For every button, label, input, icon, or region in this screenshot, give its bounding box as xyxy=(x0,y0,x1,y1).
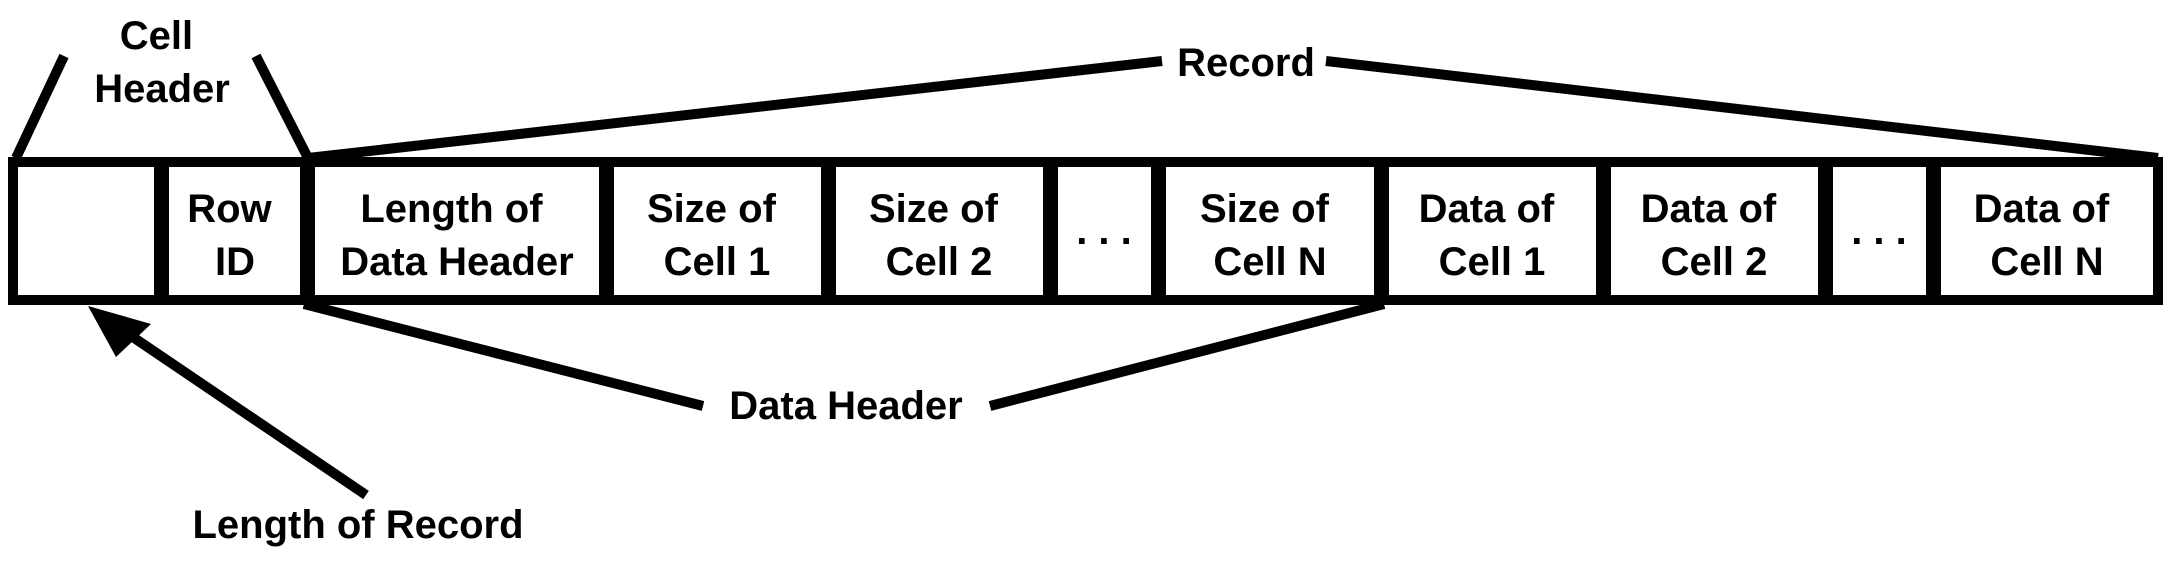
connectors xyxy=(11,53,2159,500)
row-id-label: Row ID xyxy=(187,187,283,284)
data-of-cell-n-label: Data of Cell N xyxy=(1974,187,2121,284)
record-right-line xyxy=(1325,56,2159,163)
data-of-cell-1-cell xyxy=(1379,157,1606,305)
size-ellipsis-cell xyxy=(1048,157,1161,305)
size-ellipsis-label: . . . xyxy=(1076,209,1132,253)
data-header-right-line xyxy=(988,299,1386,411)
length-of-data-header-cell xyxy=(305,157,609,305)
data-of-cell-1-label: Data of Cell 1 xyxy=(1419,187,1566,284)
size-of-cell-2-label: Size of Cell 2 xyxy=(869,187,1009,284)
data-ellipsis-cell xyxy=(1823,157,1936,305)
data-header-left-line xyxy=(302,299,705,411)
cell-header-label: Cell Header xyxy=(94,14,230,111)
annotation-labels: Cell Header Record Data Header Length of… xyxy=(94,14,1315,547)
length-of-record-cell xyxy=(8,157,164,305)
record-left-line xyxy=(307,56,1163,163)
length-of-record-arrowhead xyxy=(88,306,151,357)
size-of-cell-2-cell xyxy=(826,157,1053,305)
record-cells xyxy=(8,157,2163,305)
size-of-cell-1-label: Size of Cell 1 xyxy=(647,187,787,284)
record-label: Record xyxy=(1177,41,1315,85)
cell-header-left-line xyxy=(11,53,69,161)
cell-labels: Row ID Length of Data Header Size of Cel… xyxy=(187,187,2121,284)
data-of-cell-n-cell xyxy=(1931,157,2163,305)
length-of-data-header-label: Length of Data Header xyxy=(340,187,573,284)
length-of-record-arrow-line xyxy=(121,326,369,500)
data-ellipsis-label: . . . xyxy=(1851,209,1907,253)
data-of-cell-2-label: Data of Cell 2 xyxy=(1641,187,1788,284)
length-of-record-label: Length of Record xyxy=(192,503,523,547)
cell-header-right-line xyxy=(251,53,313,161)
row-id-cell xyxy=(159,157,310,305)
size-of-cell-n-label: Size of Cell N xyxy=(1200,187,1340,284)
data-header-label: Data Header xyxy=(729,384,962,428)
